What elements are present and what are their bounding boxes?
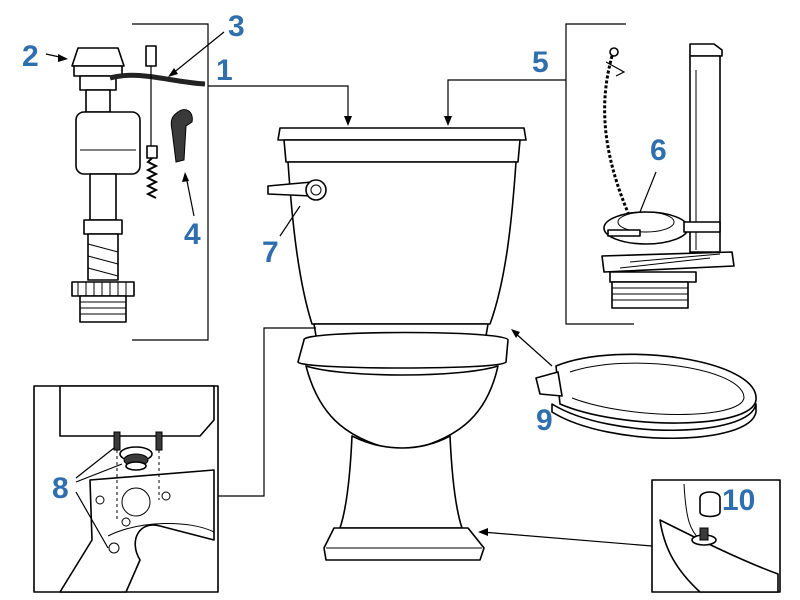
tank-bolt-inset	[33, 385, 219, 593]
fill-valve-body-drawing	[71, 111, 141, 323]
flapper-chain-drawing	[603, 47, 634, 223]
fill-valve-inset	[71, 23, 209, 341]
float-clip-drawing	[170, 109, 193, 163]
fill-valve-bracket	[132, 23, 209, 341]
leader-6	[639, 171, 657, 213]
callout-9: 9	[536, 404, 553, 437]
callout-7: 7	[262, 236, 279, 269]
callout-5: 5	[532, 46, 549, 79]
leader-4	[185, 175, 195, 217]
flush-valve-bracket	[565, 23, 634, 325]
pedestal-drawing	[339, 435, 463, 529]
leader-3	[171, 31, 225, 75]
toilet-drawing	[267, 127, 527, 561]
leader-8b	[75, 463, 123, 483]
refill-tube-drawing	[109, 72, 206, 87]
bowl-rim-drawing	[297, 331, 509, 369]
tank-drawing	[287, 161, 517, 325]
leader-5	[447, 79, 566, 122]
toilet-seat-drawing	[535, 353, 757, 440]
leader-7	[279, 205, 301, 237]
callout-4: 4	[184, 218, 201, 251]
leader-8a	[75, 447, 115, 479]
trip-lever-drawing	[267, 179, 327, 201]
leader-inset-8	[218, 327, 316, 497]
overflow-tube-drawing	[689, 43, 723, 253]
flush-valve-inset	[565, 23, 735, 325]
callout-2: 2	[22, 40, 39, 73]
bolt-cap-inset	[651, 479, 781, 593]
fill-valve-cap-drawing	[71, 47, 125, 113]
leader-9	[513, 331, 553, 367]
callouts: 1 2 3 4 5 6 7 8 9 10	[22, 10, 755, 517]
callout-1: 1	[216, 54, 233, 87]
leader-1	[208, 85, 349, 122]
tank-bolts-drawing	[113, 431, 163, 471]
leader-8c	[75, 491, 109, 549]
callout-3: 3	[228, 10, 245, 43]
callout-6: 6	[650, 134, 667, 167]
leader-lines	[45, 31, 657, 549]
callout-8: 8	[52, 472, 69, 505]
leader-10	[481, 531, 653, 547]
flush-valve-base-drawing	[601, 251, 735, 309]
bowl-drawing	[305, 365, 499, 453]
tank-lid-drawing	[277, 127, 527, 141]
callout-10: 10	[722, 484, 755, 517]
float-rod-drawing	[145, 45, 159, 199]
base-drawing	[323, 527, 485, 561]
flapper-drawing	[603, 211, 721, 245]
